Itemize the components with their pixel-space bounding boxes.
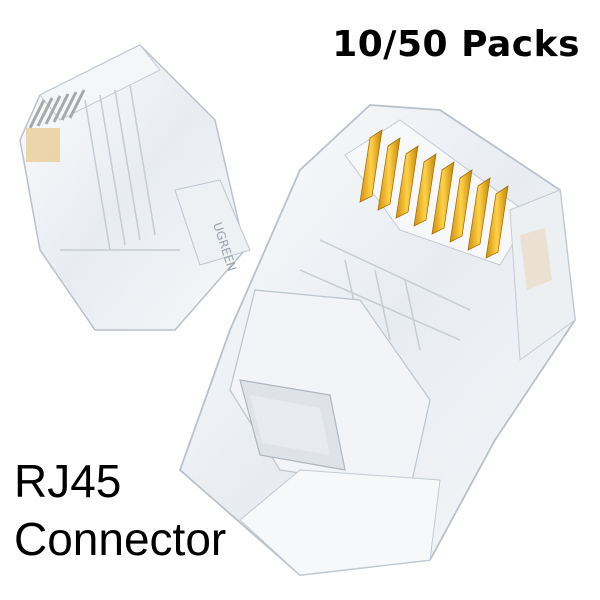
back-gold-contacts xyxy=(26,128,60,162)
caption-line-rj45: RJ45 xyxy=(14,455,122,507)
gold-contacts xyxy=(359,129,509,259)
rj45-connector-front xyxy=(178,104,576,576)
product-caption: RJ45 Connector xyxy=(14,452,226,568)
rj45-connector-back: UGREEN xyxy=(19,44,251,331)
back-contact-pins xyxy=(28,89,86,129)
back-latch xyxy=(174,179,251,266)
pack-quantity-title: 10/50 Packs xyxy=(332,24,580,65)
caption-line-connector: Connector xyxy=(14,513,227,565)
